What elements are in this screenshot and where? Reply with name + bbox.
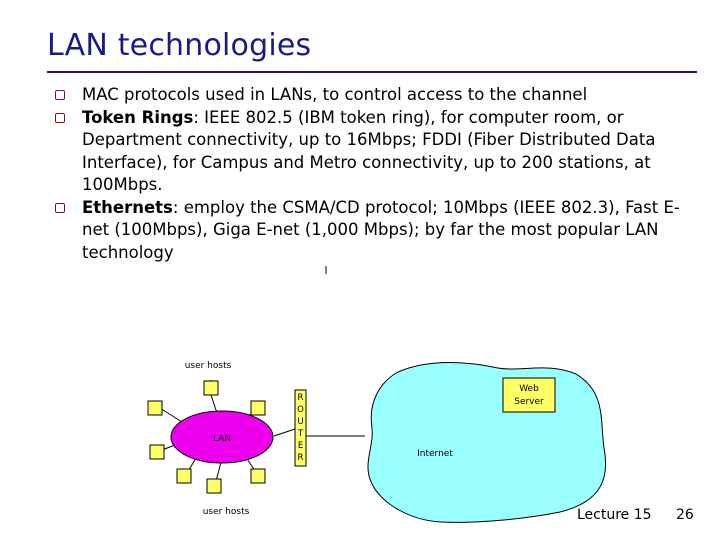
user-host-icon — [206, 478, 222, 494]
title-underline — [47, 71, 697, 73]
svg-text:R: R — [298, 393, 304, 403]
lan-label: LAN — [213, 434, 231, 444]
internet-cloud — [367, 362, 607, 523]
bullet-marker-icon — [55, 202, 65, 213]
slide-title: LAN technologies — [47, 28, 312, 63]
user-hosts — [147, 380, 266, 494]
router-box — [294, 389, 307, 467]
user-hosts-top-label: user hosts — [185, 361, 232, 371]
router-label: R O U T E R — [297, 393, 304, 463]
user-host-icon — [203, 380, 219, 396]
bullet-marker-icon — [55, 112, 65, 123]
user-host-icon — [250, 468, 266, 484]
bullet-item: Ethernets: employ the CSMA/CD protocol; … — [55, 197, 695, 265]
svg-text:U: U — [297, 417, 303, 427]
user-hosts-bottom-label: user hosts — [203, 507, 250, 517]
bullet-marker-icon — [55, 90, 65, 100]
bullet-item: MAC protocols used in LANs, to control a… — [55, 84, 695, 107]
lan-ellipse — [170, 410, 274, 464]
svg-text:E: E — [298, 441, 303, 451]
bullet-term: Ethernets — [82, 197, 173, 217]
footer-lecture: Lecture 15 — [577, 507, 652, 523]
user-host-icon — [176, 468, 192, 484]
web-server-label-line1: Web — [519, 384, 539, 394]
bullet-term: Token Rings — [82, 107, 194, 127]
web-server-label-line2: Server — [514, 397, 544, 407]
bullet-text: : IEEE 802.5 (IBM token ring), for compu… — [82, 107, 656, 195]
bullet-text: MAC protocols used in LANs, to control a… — [82, 85, 588, 104]
footer-page-number: 26 — [676, 507, 694, 523]
bullet-item: Token Rings: IEEE 802.5 (IBM token ring)… — [55, 107, 695, 197]
internet-label: Internet — [417, 449, 453, 459]
bullet-text: : employ the CSMA/CD protocol; 10Mbps (I… — [82, 197, 680, 262]
user-host-icon — [147, 400, 163, 416]
bullet-list: MAC protocols used in LANs, to control a… — [55, 84, 695, 264]
web-server-box — [502, 377, 556, 413]
user-host-icon — [250, 400, 266, 416]
svg-text:R: R — [298, 453, 304, 463]
svg-text:O: O — [297, 405, 304, 415]
svg-text:T: T — [297, 429, 304, 439]
user-host-icon — [149, 444, 165, 460]
